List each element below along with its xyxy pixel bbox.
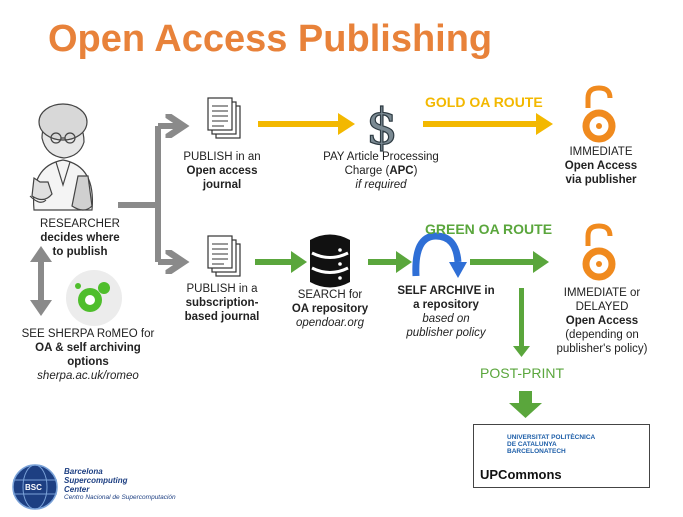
archive-line1: SELF ARCHIVE in (397, 285, 495, 297)
oa-journal-label: PUBLISH in an Open access journal (180, 150, 264, 192)
green-result-line2: DELAYED (575, 301, 629, 313)
archive-line3: based on (422, 313, 470, 325)
green-result-line3: Open Access (565, 315, 639, 327)
apc-line2: Charge (APC) (306, 164, 456, 178)
researcher-label: RESEARCHER decides where to publish (20, 217, 140, 259)
upcommons-box[interactable]: UNIVERSITAT POLITÈCNICA DE CATALUNYA BAR… (473, 424, 650, 488)
researcher-line1: RESEARCHER (40, 218, 120, 230)
sherpa-line1: SEE SHERPA RoMEO for (21, 328, 155, 340)
database-icon (310, 234, 350, 288)
bsc-badge: BSC (25, 483, 42, 492)
sub-journal-label: PUBLISH in a subscription- based journal (176, 282, 268, 324)
sherpa-link[interactable]: sherpa.ac.uk/romeo (37, 370, 139, 382)
bsc-logo (12, 464, 58, 510)
upc-badge: UPC (481, 446, 494, 452)
sherpa-line2: OA & self archiving (35, 342, 141, 354)
green-arrows (255, 251, 549, 418)
gold-result-line2: Open Access (564, 160, 638, 172)
apc-note: if required (355, 179, 407, 191)
upc-name-line3: BARCELONATECH (507, 448, 566, 455)
apc-mid: Charge ( (344, 165, 390, 177)
green-route-label: GREEN OA ROUTE (425, 221, 553, 237)
search-line2: OA repository (291, 303, 369, 315)
oa-journal-line1: PUBLISH in an (183, 151, 261, 163)
sub-journal-line2: subscription- (185, 297, 259, 309)
gold-result-line3: via publisher (565, 174, 637, 186)
self-archive-curve-icon (412, 232, 467, 278)
page-title: Open Access Publishing (48, 18, 493, 60)
apc-close: ) (413, 165, 418, 177)
search-line1: SEARCH for (297, 289, 363, 301)
gold-route-label: GOLD OA ROUTE (425, 94, 543, 110)
green-result-line1: IMMEDIATE or (563, 287, 641, 299)
green-result-label: IMMEDIATE or DELAYED Open Access (depend… (542, 286, 662, 356)
upc-name-line2: DE CATALUNYA (507, 441, 557, 448)
bsc-line3: Center (64, 485, 90, 494)
search-repo-label: SEARCH for OA repository opendoar.org (282, 288, 378, 330)
green-result-line4: (depending on (565, 329, 639, 341)
sub-journal-line3: based journal (184, 311, 260, 323)
researcher-sherpa-arrow (30, 246, 52, 316)
dollar-icon: $ (365, 97, 398, 156)
document-stack-icon-oa (207, 97, 241, 139)
bsc-subtitle: Centro Nacional de Supercomputación (64, 494, 176, 501)
bsc-line1: Barcelona (64, 467, 103, 476)
gold-result-label: IMMEDIATE Open Access via publisher (549, 145, 653, 187)
apc-label: PAY Article Processing Charge (APC) if r… (306, 150, 456, 192)
oa-journal-line2: Open access (186, 165, 258, 177)
bsc-line2: Supercomputing (64, 476, 128, 485)
apc-line1: PAY Article Processing (323, 151, 439, 163)
gold-result-line1: IMMEDIATE (569, 146, 633, 158)
gold-arrows (258, 113, 553, 135)
document-stack-icon-sub (207, 235, 241, 277)
sherpa-romeo-logo (66, 270, 122, 326)
researcher-line3: to publish (52, 246, 108, 258)
green-result-line5: publisher's policy) (556, 343, 648, 355)
oa-journal-line3: journal (202, 179, 242, 191)
postprint-label: POST-PRINT (480, 365, 565, 381)
branch-arrows (118, 126, 180, 262)
archive-line2: a repository (413, 299, 479, 311)
opendoar-link[interactable]: opendoar.org (296, 317, 364, 329)
sherpa-label: SEE SHERPA RoMEO for OA & self archiving… (8, 327, 168, 383)
upcommons-title: UPCommons (480, 467, 562, 482)
upc-name-line1: UNIVERSITAT POLITÈCNICA (507, 434, 596, 441)
open-access-icon-gold (582, 85, 616, 143)
postprint-arrow (509, 391, 542, 418)
self-archive-label: SELF ARCHIVE in a repository based on pu… (392, 284, 500, 340)
apc-abbrev: APC (389, 165, 414, 177)
researcher-illustration (29, 103, 94, 211)
open-access-icon-green (582, 223, 616, 281)
archive-line4: publisher policy (406, 327, 486, 339)
sherpa-line3: options (67, 356, 109, 368)
researcher-line2: decides where (40, 232, 120, 244)
svg-text:$: $ (366, 98, 398, 156)
sub-journal-line1: PUBLISH in a (186, 283, 258, 295)
